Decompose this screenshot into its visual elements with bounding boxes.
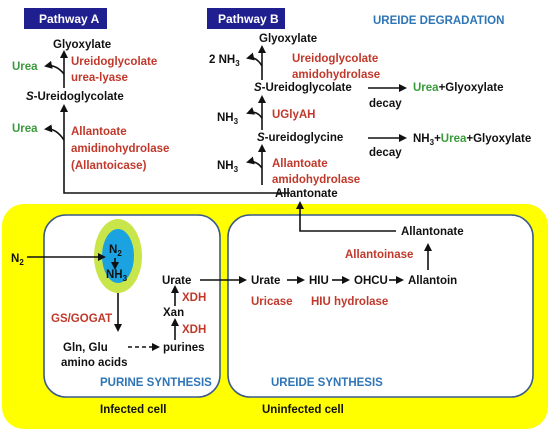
pathway-b-s-ureidoglycolate: S-Ureidoglycolate <box>254 82 352 94</box>
pathway-b-glyoxylate: Glyoxylate <box>259 33 317 45</box>
xan: Xan <box>163 307 184 319</box>
purines: purines <box>163 342 205 354</box>
enzyme-ugah-line2: amidohydrolase <box>292 69 380 81</box>
allantonate-top: Allantonate <box>275 188 338 200</box>
pathway-b-nh3-b: NH3 <box>217 160 239 174</box>
decay-label-2: decay <box>369 147 402 159</box>
infected-cell-label: Infected cell <box>100 404 166 416</box>
enzyme-gs-gogat: GS/GOGAT <box>51 313 112 325</box>
decay-product-1: Urea+Glyoxylate <box>413 82 503 94</box>
pathway-b-title-bg <box>207 8 285 29</box>
enzyme-ureidoglycolate-lyase-line2: urea-lyase <box>71 72 128 84</box>
urate-uninfected: Urate <box>251 275 280 287</box>
gln-glu: Gln, Glu <box>63 342 108 354</box>
arrow-b-nh3-a-branch <box>246 107 263 119</box>
arrow-allantonate-to-ureidoglycolate <box>60 104 290 194</box>
pathway-a-title: Pathway A <box>39 12 100 26</box>
enzyme-hiu-hydrolase: HIU hydrolase <box>311 296 388 308</box>
enzyme-xdh-upper: XDH <box>182 292 206 304</box>
uninfected-cell-box <box>227 214 534 398</box>
urate-infected: Urate <box>162 275 191 287</box>
nodule-n2: N2 <box>109 244 122 258</box>
arrow-b-nh3-b-branch <box>246 156 263 169</box>
nodule-nh3: NH3 <box>106 269 128 283</box>
enzyme-uglyah: UGlyAH <box>272 109 315 121</box>
arrow-a-urea-top-branch <box>44 60 65 75</box>
pathway-b-nh3-a: NH3 <box>217 112 239 126</box>
enzyme-allantoinase: Allantoinase <box>345 249 413 261</box>
arrow-allantonate-export <box>296 201 396 232</box>
pathway-a-glyoxylate: Glyoxylate <box>53 39 111 51</box>
amino-acids: amino acids <box>61 357 127 369</box>
arrow-a-urea-mid-branch <box>44 124 65 141</box>
pathway-b-title: Pathway B <box>218 12 279 26</box>
enzyme-uricase: Uricase <box>251 296 293 308</box>
enzyme-allantoicase-line3: (Allantoicase) <box>71 160 147 172</box>
enzyme-aah-line1: Allantoate <box>272 158 328 170</box>
ohcu: OHCU <box>354 275 388 287</box>
ureide-synthesis-label: UREIDE SYNTHESIS <box>271 377 383 389</box>
enzyme-ugah-line1: Ureidoglycolate <box>292 53 378 65</box>
nodule-inner <box>102 229 134 283</box>
enzyme-xdh-lower: XDH <box>182 324 206 336</box>
allantonate-cell: Allantonate <box>401 226 464 238</box>
pathway-a-urea-mid: Urea <box>12 123 38 135</box>
external-n2: N2 <box>11 253 24 267</box>
hiu: HIU <box>309 275 329 287</box>
pathway-a-title-bg <box>24 8 107 29</box>
enzyme-allantoicase-line2: amidinohydrolase <box>71 143 169 155</box>
enzyme-ureidoglycolate-lyase-line1: Ureidoglycolate <box>71 56 157 68</box>
infected-cell-box <box>43 214 221 398</box>
pathway-b-s-ureidoglycine: S-ureidoglycine <box>257 132 343 144</box>
allantoin: Allantoin <box>408 275 457 287</box>
decay-label-1: decay <box>369 98 402 110</box>
uninfected-cell-label: Uninfected cell <box>262 404 344 416</box>
pathway-a-urea-top: Urea <box>12 61 38 73</box>
purine-synthesis-label: PURINE SYNTHESIS <box>100 377 212 389</box>
pathway-b-2nh3: 2 NH3 <box>209 54 240 68</box>
enzyme-aah-line2: amidohydrolase <box>272 174 360 186</box>
decay-product-2: NH3+Urea+Glyoxylate <box>413 133 531 147</box>
enzyme-allantoicase-line1: Allantoate <box>71 126 127 138</box>
arrow-b-2nh3-branch <box>246 52 263 67</box>
ureide-degradation-title: UREIDE DEGRADATION <box>373 15 504 27</box>
pathway-a-s-ureidoglycolate: S-Ureidoglycolate <box>26 91 124 103</box>
